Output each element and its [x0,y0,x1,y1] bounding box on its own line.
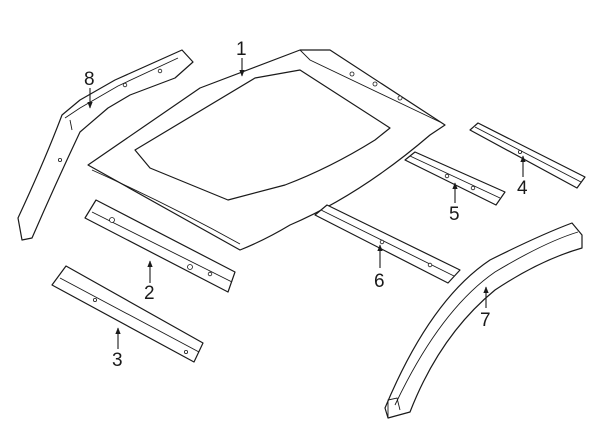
callout-2: 2 [144,283,155,304]
roof-panel [87,49,446,251]
callout-8: 8 [84,69,95,90]
callout-1: 1 [236,39,247,60]
callout-7: 7 [480,310,491,331]
front-roof-bow [84,199,236,293]
callout-4: 4 [517,178,528,199]
callout-3: 3 [112,350,123,371]
rear-roof-side-rail [384,222,583,419]
callout-labels: 1 2 3 4 5 6 7 8 [84,39,528,371]
rear-roof-bow [51,265,204,363]
roof-rail-bracket [469,122,586,189]
callout-6: 6 [374,271,385,292]
callout-leaders [87,58,526,349]
center-roof-bow [314,204,461,284]
callout-5: 5 [449,204,460,225]
roof-cross-member [404,151,506,206]
sunroof-opening [134,69,391,201]
a-pillar-reinforcement [17,49,194,241]
